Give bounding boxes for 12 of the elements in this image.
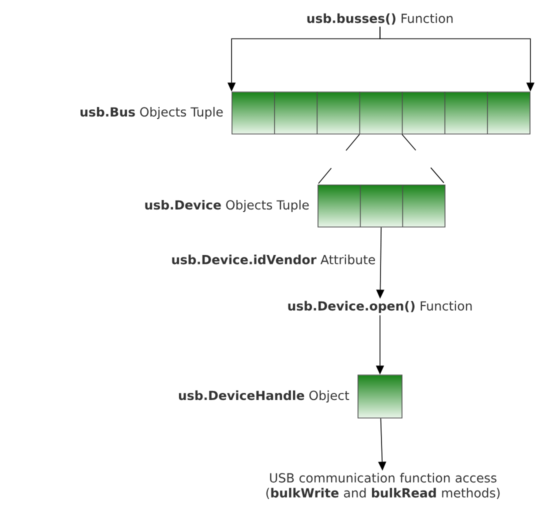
box-label: usb.Bus Objects Tuple [80, 106, 223, 120]
zoom-line [317, 134, 360, 185]
edge-label: usb.Device.idVendor Attribute [172, 254, 375, 264]
function-label: usb.Device.open() Function [288, 300, 472, 314]
object-box [358, 374, 402, 418]
box-label: usb.Device Objects Tuple [145, 200, 309, 212]
tuple-cells [318, 184, 446, 228]
tuple-cells [232, 92, 530, 134]
caption-text: USB communication function access (bulkWrite and bulkRead methods) [266, 472, 500, 500]
box-label: usb.DeviceHandle Object [178, 390, 350, 403]
zoom-line [402, 134, 446, 185]
function-label: usb.busses() Function [307, 13, 453, 25]
